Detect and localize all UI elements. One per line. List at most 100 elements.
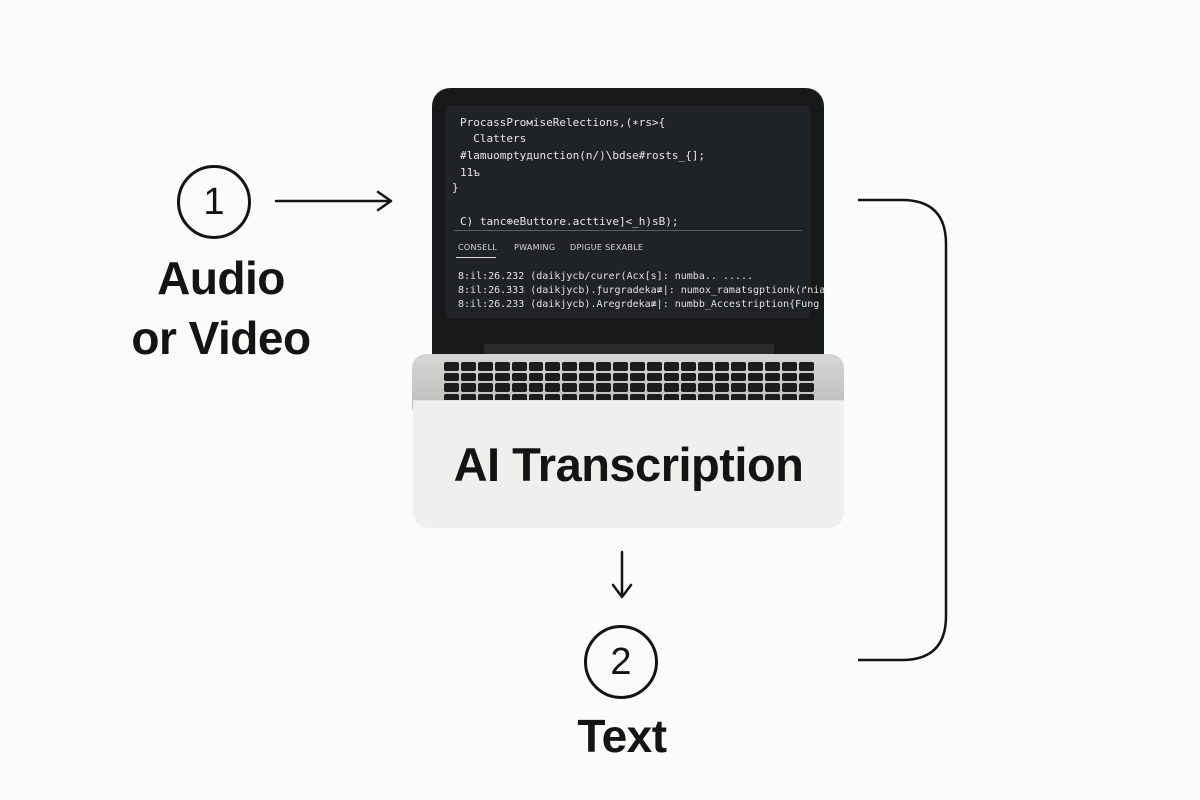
keyboard-key xyxy=(613,372,628,381)
keyboard-key xyxy=(477,393,493,402)
keyboard-key xyxy=(579,362,595,371)
keyboard-key xyxy=(444,372,459,381)
keyboard-key xyxy=(528,362,544,371)
keyboard-key xyxy=(511,362,527,371)
keyboard-key xyxy=(714,362,730,371)
keyboard xyxy=(444,362,814,402)
keyboard-key xyxy=(731,393,747,402)
keyboard-key xyxy=(731,372,747,381)
step-1-number: 1 xyxy=(203,180,225,223)
keyboard-key xyxy=(444,383,459,392)
arrow-right-icon xyxy=(274,190,393,212)
laptop-hinge xyxy=(484,344,774,356)
keyboard-key xyxy=(646,393,662,402)
keyboard-key xyxy=(562,372,578,381)
keyboard-key xyxy=(596,372,612,381)
keyboard-key xyxy=(765,393,781,402)
keyboard-key xyxy=(799,372,814,381)
keyboard-key xyxy=(528,372,544,381)
console-tab-warning: PWAMING xyxy=(514,243,556,252)
keyboard-key xyxy=(714,372,730,381)
keyboard-key xyxy=(460,393,476,402)
log-line: 8:il:26.233 (daikjycb).Aregrdeka≢|: numb… xyxy=(458,299,820,310)
keyboard-key xyxy=(630,383,645,392)
bracket-connector xyxy=(858,198,948,662)
code-line: C) tanc⊕eButtore.acttive]<_h)sB); xyxy=(460,215,679,228)
keyboard-key xyxy=(545,393,561,402)
keyboard-key xyxy=(579,383,595,392)
keyboard-key xyxy=(646,383,662,392)
step-1-label-line-2: or Video xyxy=(131,312,311,364)
keyboard-key xyxy=(680,393,696,402)
keyboard-key xyxy=(782,383,798,392)
keyboard-key xyxy=(579,393,595,402)
keyboard-key xyxy=(630,372,645,381)
keyboard-key xyxy=(748,393,764,402)
keyboard-key xyxy=(630,362,645,371)
keyboard-key xyxy=(765,372,781,381)
keyboard-key xyxy=(680,383,696,392)
keyboard-key xyxy=(680,372,696,381)
keyboard-key xyxy=(613,383,628,392)
keyboard-key xyxy=(782,362,798,371)
keyboard-key xyxy=(460,383,476,392)
keyboard-key xyxy=(765,383,781,392)
ai-transcription-box: AI Transcription xyxy=(413,400,844,528)
step-1-label: Audio or Video xyxy=(110,248,332,368)
step-2-label-line-1: Text xyxy=(577,710,667,762)
keyboard-key xyxy=(782,393,798,402)
keyboard-key xyxy=(731,362,747,371)
keyboard-key xyxy=(748,383,764,392)
code-line: Clatters xyxy=(460,132,527,145)
keyboard-key xyxy=(697,383,713,392)
keyboard-key xyxy=(596,362,612,371)
code-line: 11ъ xyxy=(460,166,480,179)
step-1-label-line-1: Audio xyxy=(157,252,285,304)
keyboard-key xyxy=(663,372,679,381)
keyboard-key xyxy=(562,393,578,402)
keyboard-key xyxy=(562,362,578,371)
keyboard-key xyxy=(714,393,730,402)
keyboard-key xyxy=(765,362,781,371)
step-2-number: 2 xyxy=(610,640,632,683)
keyboard-key xyxy=(494,362,510,371)
keyboard-key xyxy=(646,372,662,381)
keyboard-key xyxy=(646,362,662,371)
keyboard-key xyxy=(494,383,510,392)
laptop-screen: ProcassProмiseRelections,(∗rs>{ Clatters… xyxy=(446,106,825,318)
keyboard-key xyxy=(477,372,493,381)
keyboard-key xyxy=(477,383,493,392)
keyboard-key xyxy=(460,372,476,381)
keyboard-key xyxy=(444,393,459,402)
keyboard-key xyxy=(630,393,645,402)
keyboard-key xyxy=(528,383,544,392)
keyboard-key xyxy=(782,372,798,381)
keyboard-key xyxy=(680,362,696,371)
step-2-label: Text xyxy=(512,706,732,766)
screen-divider xyxy=(454,230,802,231)
keyboard-key xyxy=(613,393,628,402)
keyboard-key xyxy=(697,393,713,402)
keyboard-key xyxy=(663,362,679,371)
keyboard-key xyxy=(697,372,713,381)
ai-transcription-label: AI Transcription xyxy=(453,437,804,491)
keyboard-key xyxy=(528,393,544,402)
keyboard-key xyxy=(748,362,764,371)
code-line: ProcassProмiseRelections,(∗rs>{ xyxy=(460,116,666,129)
keyboard-key xyxy=(460,362,476,371)
console-tab-debug: DPIGUE SEXABLE xyxy=(570,243,644,252)
keyboard-key xyxy=(596,383,612,392)
keyboard-key xyxy=(511,393,527,402)
arrow-down-icon xyxy=(611,550,633,599)
code-line: } xyxy=(452,181,459,194)
log-line: 8:il:26.333 (daikjycb).ƒurgradeka≢|: num… xyxy=(458,285,826,296)
keyboard-key xyxy=(663,393,679,402)
keyboard-key xyxy=(697,362,713,371)
keyboard-key xyxy=(511,372,527,381)
keyboard-key xyxy=(444,362,459,371)
keyboard-key xyxy=(613,362,628,371)
keyboard-key xyxy=(799,362,814,371)
keyboard-key xyxy=(494,393,510,402)
keyboard-key xyxy=(579,372,595,381)
keyboard-key xyxy=(545,362,561,371)
